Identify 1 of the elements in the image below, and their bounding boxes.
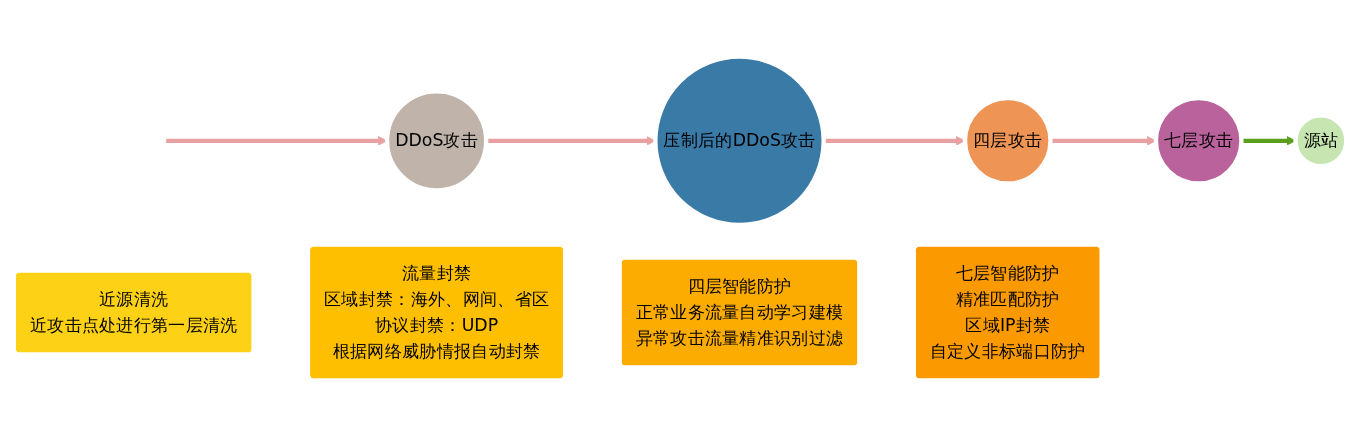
flow-diagram: DDoS攻击 近源清洗 近攻击点处进行第一层清洗 压制后的DDoS攻击 流量封禁 区域封禁：海外、网间、省区 协议封禁：UDP 根据网络威胁情报自动封禁 四层攻击 四层智能防护 正常业务流量自动学习建模 异常攻击流量精准识别过滤 七层攻击 七层智能防护 精准匹配防护 区域IP封禁 自定义非标端口防护 源站 — [0, 0, 1359, 438]
